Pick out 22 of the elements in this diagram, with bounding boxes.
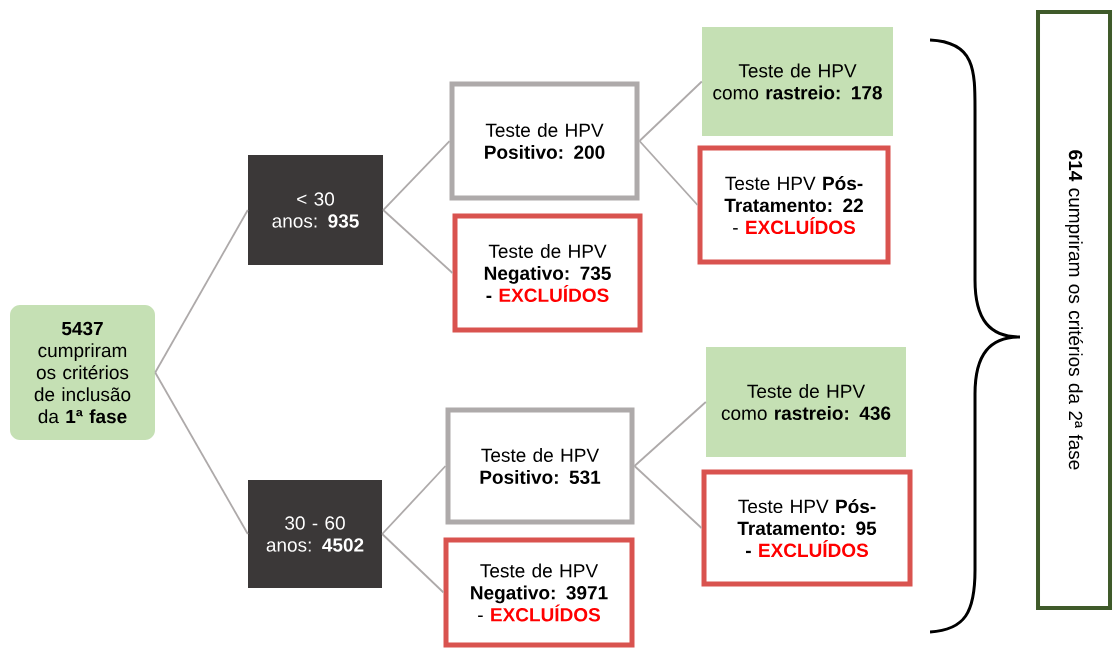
excluded-box: Teste HPV Pós-Tratamento: 22 - EXCLUÍDOS <box>697 145 891 265</box>
start-box: 5437 cumpriram os critérios de inclusão da 1ª fase <box>10 305 155 440</box>
connector-line <box>633 401 707 467</box>
connector-line <box>154 371 249 535</box>
group-box: 30 - 60 anos: 4502 <box>248 480 382 588</box>
connector-line <box>381 533 445 594</box>
connector-line <box>638 140 699 206</box>
connector-line <box>382 140 451 211</box>
connector-line <box>382 209 454 274</box>
result-box: Teste de HPV como rastreio: 178 <box>702 27 893 136</box>
connector-line <box>154 209 249 374</box>
connector-line <box>381 465 447 535</box>
summary-box: 614 cumpriram os critérios da 2ª fase <box>1036 10 1112 610</box>
connector-line <box>633 465 703 529</box>
result-box: Teste de HPV Positivo: 531 <box>445 407 635 525</box>
connector-line <box>638 80 703 142</box>
excluded-box: Teste HPV Pós-Tratamento: 95 - EXCLUÍDOS <box>701 469 913 587</box>
result-box: Teste de HPV como rastreio: 436 <box>706 347 906 457</box>
excluded-box: Teste de HPV Negativo: 3971 - EXCLUÍDOS <box>443 537 635 648</box>
group-box: < 30 anos: 935 <box>248 155 383 265</box>
result-box: Teste de HPV Positivo: 200 <box>449 81 640 201</box>
excluded-box: Teste de HPV Negativo: 735 - EXCLUÍDOS <box>452 213 643 333</box>
